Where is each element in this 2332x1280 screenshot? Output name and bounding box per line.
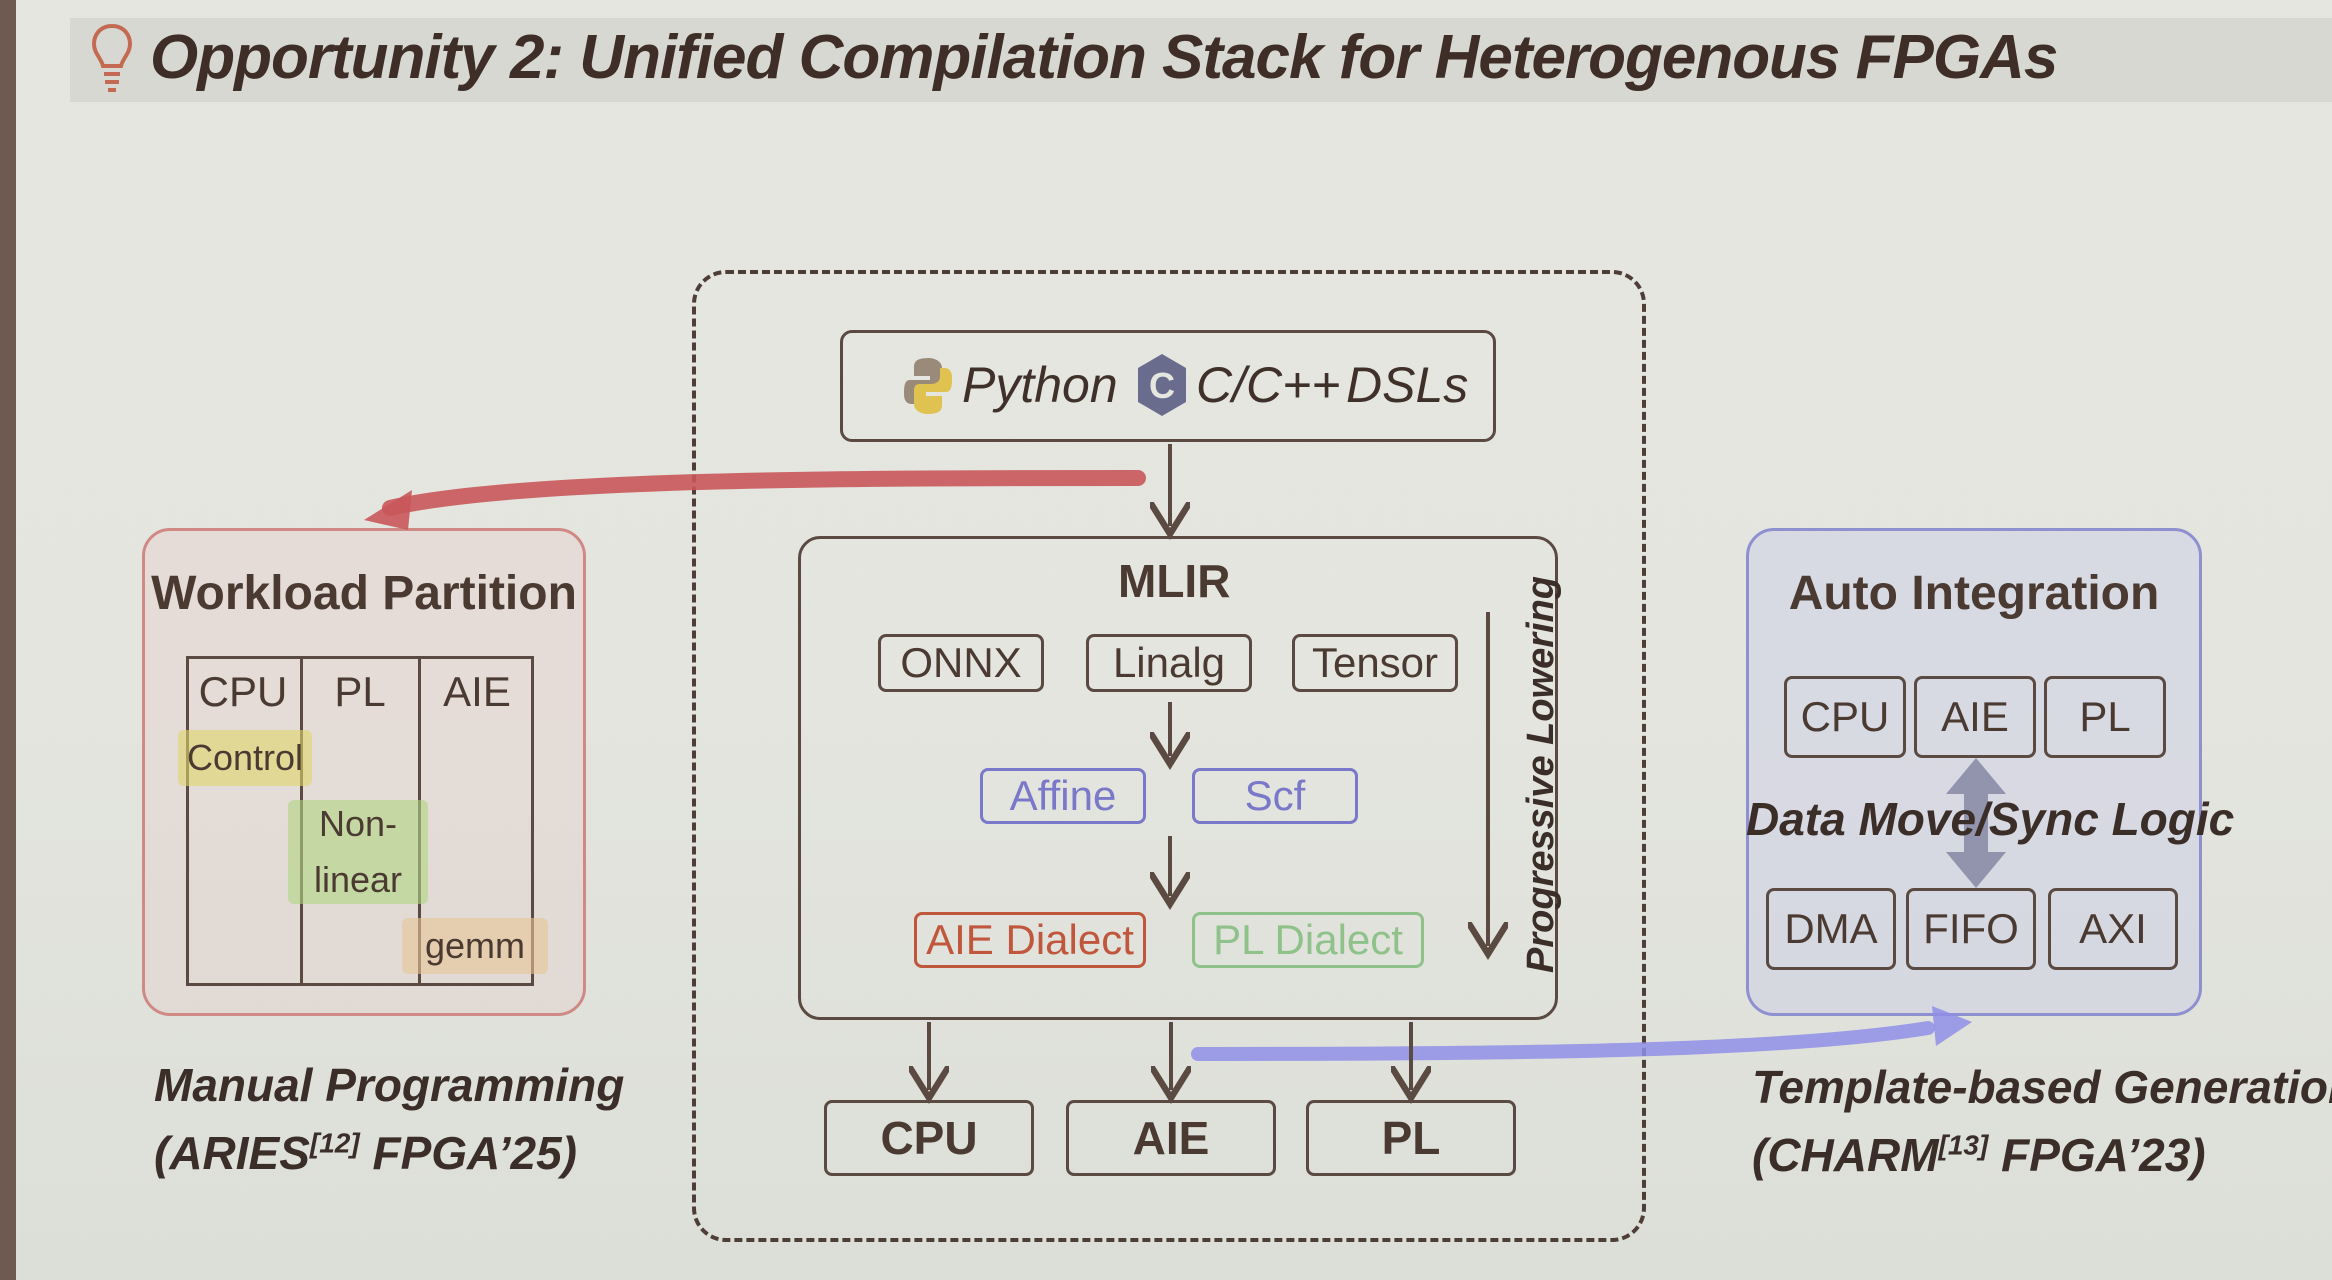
dsls-label: DSLs [1346,357,1469,413]
python-icon [904,358,952,414]
red-arrowhead [364,490,412,530]
compilation-stack-boundary [692,270,1646,1242]
cpp-logo-letter: C [1149,365,1175,406]
charm-ref: [13] [1938,1129,1989,1161]
lightbulb-icon [91,23,133,92]
auto-pl: PL [2044,676,2166,758]
aries-ref: [12] [309,1127,360,1159]
affine-dialect: Affine [980,768,1146,824]
charm-venue: FPGA’23) [1988,1129,2206,1181]
target-cpu: CPU [824,1100,1034,1176]
manual-programming-caption: Manual Programming [154,1059,625,1111]
slide-title: Opportunity 2: Unified Compilation Stack… [150,23,2058,92]
partition-col-cpu: CPU [198,668,288,715]
partition-col-aie: AIE [443,668,511,715]
aries-citation: (ARIES[12] FPGA’25) [154,1126,577,1180]
auto-integration-title: Auto Integration [1788,567,2160,620]
tensor-dialect: Tensor [1292,634,1458,692]
language-frontends-box [840,330,1496,442]
control-task: Control [178,730,312,786]
charm-name: (CHARM [1752,1129,1939,1181]
gemm-task: gemm [402,918,548,974]
scf-dialect: Scf [1192,768,1358,824]
linalg-dialect: Linalg [1086,634,1252,692]
cpp-logo-icon: C [1138,354,1186,416]
auto-dma: DMA [1766,888,1896,970]
python-label: Python [962,357,1118,413]
charm-citation: (CHARM[13] FPGA’23) [1752,1128,2206,1182]
aie-dialect: AIE Dialect [914,912,1146,968]
aries-venue: FPGA’25) [359,1127,577,1179]
data-move-double-arrow-icon [1946,758,2006,888]
partition-table [186,656,534,986]
nonlinear-task: Non- linear [288,800,428,904]
workload-partition-title: Workload Partition [151,567,577,620]
onnx-dialect: ONNX [878,634,1044,692]
title-bar [70,18,2332,102]
slide-edge [0,0,16,1280]
auto-aie: AIE [1914,676,2036,758]
mlir-box [798,536,1558,1020]
aries-name: (ARIES [154,1127,310,1179]
auto-axi: AXI [2048,888,2178,970]
data-move-sync-label: Data Move/Sync Logic [1746,793,2235,845]
target-pl: PL [1306,1100,1516,1176]
auto-cpu: CPU [1784,676,1906,758]
mlir-title: MLIR [1118,555,1231,607]
pl-dialect: PL Dialect [1192,912,1424,968]
progressive-lowering-label: Progressive Lowering [1520,575,1562,973]
target-aie: AIE [1066,1100,1276,1176]
auto-fifo: FIFO [1906,888,2036,970]
template-generation-caption: Template-based Generation [1752,1061,2332,1113]
cpp-label: C/C++ [1196,357,1341,413]
partition-col-pl: PL [334,668,386,715]
